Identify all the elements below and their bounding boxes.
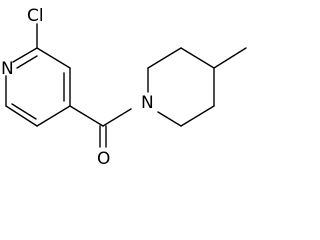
pyridine-nitrogen-label: N	[1, 59, 14, 79]
bond-c4-carbonyl	[69, 105, 104, 127]
bond-c6p-n	[157, 111, 182, 127]
chlorine-label: Cl	[27, 6, 44, 26]
carbonyl-oxygen-label: O	[97, 149, 110, 169]
piperidine-ring	[147, 47, 215, 127]
bond-c4-c5	[36, 105, 71, 127]
bond-carbonyl-n	[102, 108, 132, 127]
pyridine-ring	[5, 47, 71, 127]
molecule-diagram: Cl N O N	[1, 6, 247, 169]
structure-canvas: Cl N O N	[1, 6, 247, 169]
bond-c2-c3	[36, 47, 71, 69]
bond-c2p-c3p	[147, 47, 182, 69]
bond-methyl	[213, 47, 247, 69]
double-bond-n1-c2-inner	[16, 55, 38, 69]
piperidine-nitrogen-label: N	[141, 93, 154, 113]
carbonyl-group	[69, 105, 132, 148]
bond-c3p-c4p	[180, 47, 215, 69]
bond-c5p-c6p	[180, 105, 215, 127]
double-bond-c5-c6-inner	[11, 103, 37, 120]
bond-n1-c2	[12, 47, 38, 63]
bond-c5-c6	[5, 105, 38, 127]
